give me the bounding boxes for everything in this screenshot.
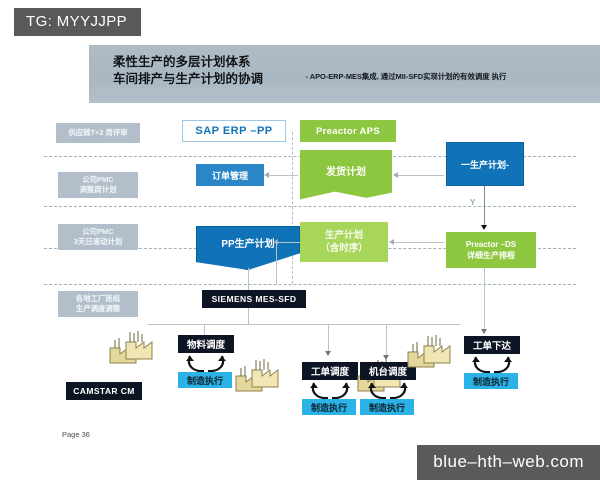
connector-pp-to-mes [248, 268, 249, 290]
lane-line-4 [44, 284, 576, 285]
tg-tag: TG: MYYJJPP [14, 8, 142, 36]
shopfloor-title-0[interactable]: 物料调度 [178, 335, 234, 353]
factory-icon-2 [235, 359, 279, 392]
box-order-management[interactable]: 订单管理 [196, 164, 264, 186]
factory-icon-4 [407, 335, 451, 368]
label-y: Y [470, 198, 476, 207]
connector-prodplan-to-ds [484, 186, 485, 226]
connector-seqplan-to-pp [276, 242, 300, 243]
stage-label-1: 公司PMC 调整周计划 [58, 172, 138, 198]
shopfloor-title-2[interactable]: 机台调度 [360, 362, 416, 380]
box-production-plan-sequence[interactable]: 生产计划 （含时序） [300, 222, 388, 262]
watermark: blue–hth–web.com [417, 445, 600, 480]
shopfloor-exec-2[interactable]: 制造执行 [360, 399, 414, 415]
box-pp-production-plan[interactable]: PP生产计划 [196, 226, 300, 270]
connector-ds-down [484, 268, 485, 330]
vertical-divider [292, 132, 293, 284]
connector-seqplan-drop [276, 242, 277, 284]
arrow-seqplan-to-pp [273, 238, 278, 245]
banner-title: 柔性生产的多层计划体系 车间排产与生产计划的协调 [113, 55, 264, 86]
box-camstar-cm[interactable]: CAMSTAR CM [66, 382, 142, 400]
factory-icon-1 [109, 331, 153, 364]
arrow-branch-machine [382, 355, 389, 360]
lane-line-2 [44, 206, 576, 207]
loop-arrow-1 [310, 382, 350, 400]
loop-arrow-0 [186, 355, 226, 373]
box-siemens-mes-sfd[interactable]: SIEMENS MES-SFD [202, 290, 306, 308]
connector-shipment-to-order [268, 175, 298, 176]
connector-mes-bus-down [248, 308, 249, 324]
box-production-plan-right[interactable]: 一生产计划- [446, 142, 524, 186]
arrow-prodplan-to-ds [480, 225, 487, 230]
shopfloor-title-1[interactable]: 工单调度 [302, 362, 358, 380]
loop-arrow-3 [472, 356, 512, 374]
header-banner: 柔性生产的多层计划体系 车间排产与生产计划的协调 [89, 45, 600, 103]
connector-branch-material [204, 324, 205, 336]
connector-branch-workorder [328, 324, 329, 352]
arrow-ds-down [480, 329, 487, 334]
arrow-shipment-to-order [264, 171, 269, 178]
connector-ds-to-seqplan [392, 242, 444, 243]
shopfloor-exec-1[interactable]: 制造执行 [302, 399, 356, 415]
shopfloor-title-3[interactable]: 工单下达 [464, 336, 520, 354]
page-number: Page 36 [62, 430, 90, 439]
connector-prodplan-to-shipment [396, 175, 444, 176]
stage-label-3: 各地工厂班组 生产调度调整 [58, 291, 138, 317]
connector-branch-machine [386, 324, 387, 356]
stage-label-0: 供应链T+2 周评审 [56, 123, 140, 143]
system-preactor-aps[interactable]: Preactor APS [300, 120, 396, 142]
shopfloor-exec-3[interactable]: 制造执行 [464, 373, 518, 389]
stage-label-2: 公司PMC 3天日滚动计划 [58, 224, 138, 250]
shopfloor-exec-0[interactable]: 制造执行 [178, 372, 232, 388]
connector-mes-bus-h [148, 324, 460, 325]
arrow-ds-to-seqplan [389, 238, 394, 245]
arrow-branch-workorder [324, 351, 331, 356]
box-shipment-plan[interactable]: 发货计划 [300, 150, 392, 200]
slide-canvas: 柔性生产的多层计划体系 车间排产与生产计划的协调 - APO-ERP-MES集成… [36, 36, 600, 456]
banner-note: - APO-ERP-MES集成, 通过MII-SFD实现计划的有效调度 执行 [305, 72, 507, 81]
loop-arrow-2 [368, 382, 408, 400]
arrow-prodplan-to-shipment [393, 171, 398, 178]
box-preactor-ds[interactable]: Preactor –DS 详细生产排程 [446, 232, 536, 268]
system-sap-erp-pp[interactable]: SAP ERP –PP [182, 120, 286, 142]
